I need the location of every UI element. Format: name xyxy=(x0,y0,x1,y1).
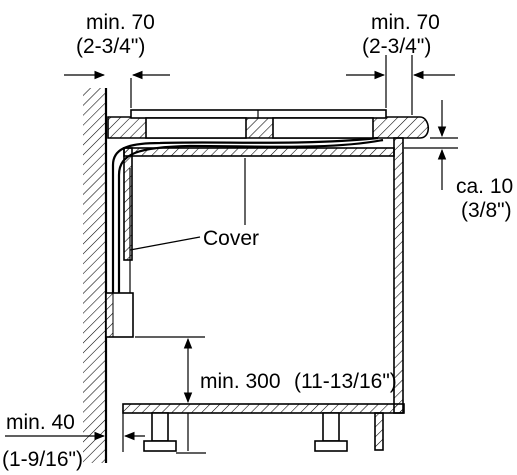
cover-leader xyxy=(129,236,201,251)
foot-right xyxy=(314,412,348,452)
label-below: min. 300 xyxy=(200,370,281,393)
cooktop xyxy=(130,109,387,139)
dim-below xyxy=(135,336,206,454)
label-left-in: (1-9/16") xyxy=(2,448,83,471)
bottom-shelf xyxy=(122,403,405,452)
label-gap-in: (3/8") xyxy=(461,199,512,222)
label-top-right-in: (2-3/4") xyxy=(362,35,431,58)
foot-left xyxy=(143,412,177,452)
label-cover: Cover xyxy=(203,227,259,250)
dim-gap xyxy=(404,100,458,190)
label-below-in: (11-13/16") xyxy=(294,370,397,393)
junction-box xyxy=(105,292,134,338)
dim-top-left xyxy=(64,70,170,108)
wall xyxy=(83,88,108,463)
label-top-left-in: (2-3/4") xyxy=(76,35,145,58)
cable xyxy=(111,136,384,330)
label-top-left-min: min. 70 xyxy=(86,11,155,34)
label-left-min: min. 40 xyxy=(6,411,75,434)
dim-top-right xyxy=(346,55,455,115)
label-gap: ca. 10 xyxy=(456,175,513,198)
label-top-right-min: min. 70 xyxy=(371,11,440,34)
dim-left-bottom xyxy=(5,410,145,452)
